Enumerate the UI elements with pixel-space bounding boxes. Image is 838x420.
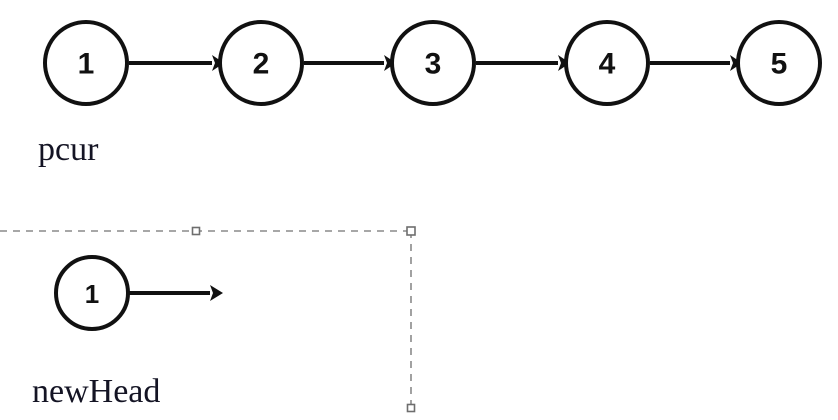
selection-handle-bottom-right[interactable] (406, 403, 416, 413)
node-circle-5[interactable] (736, 20, 822, 106)
original-list-nodes: 1 2 3 4 5 (43, 20, 822, 106)
node-3[interactable]: 3 (390, 20, 476, 106)
link-1-to-2 (129, 55, 224, 71)
link-4-to-5 (650, 55, 742, 71)
newhead-node-value-1: 1 (85, 279, 99, 309)
node-value-2: 2 (253, 48, 270, 81)
pointer-label-pcur: pcur (38, 131, 99, 168)
selection-box[interactable] (0, 226, 416, 413)
newhead-node-1[interactable]: 1 (54, 255, 130, 331)
link-2-to-3 (304, 55, 396, 71)
new-list-links (128, 285, 223, 301)
arrowhead-newhead-next (210, 285, 223, 301)
selection-handle-top-right[interactable] (406, 226, 416, 236)
node-5[interactable]: 5 (736, 20, 822, 106)
node-value-3: 3 (425, 48, 442, 81)
node-circle-3[interactable] (390, 20, 476, 106)
selection-handle-top-middle[interactable] (191, 226, 201, 236)
node-4[interactable]: 4 (564, 20, 650, 106)
node-circle-4[interactable] (564, 20, 650, 106)
newhead-node-circle-1[interactable] (54, 255, 130, 331)
node-value-5: 5 (771, 48, 788, 81)
node-2[interactable]: 2 (218, 20, 304, 106)
link-3-to-4 (476, 55, 570, 71)
node-circle-1[interactable] (43, 20, 129, 106)
node-value-4: 4 (599, 48, 616, 81)
pointer-label-newhead: newHead (32, 373, 160, 410)
node-1[interactable]: 1 (43, 20, 129, 106)
node-circle-2[interactable] (218, 20, 304, 106)
node-value-1: 1 (78, 48, 95, 81)
